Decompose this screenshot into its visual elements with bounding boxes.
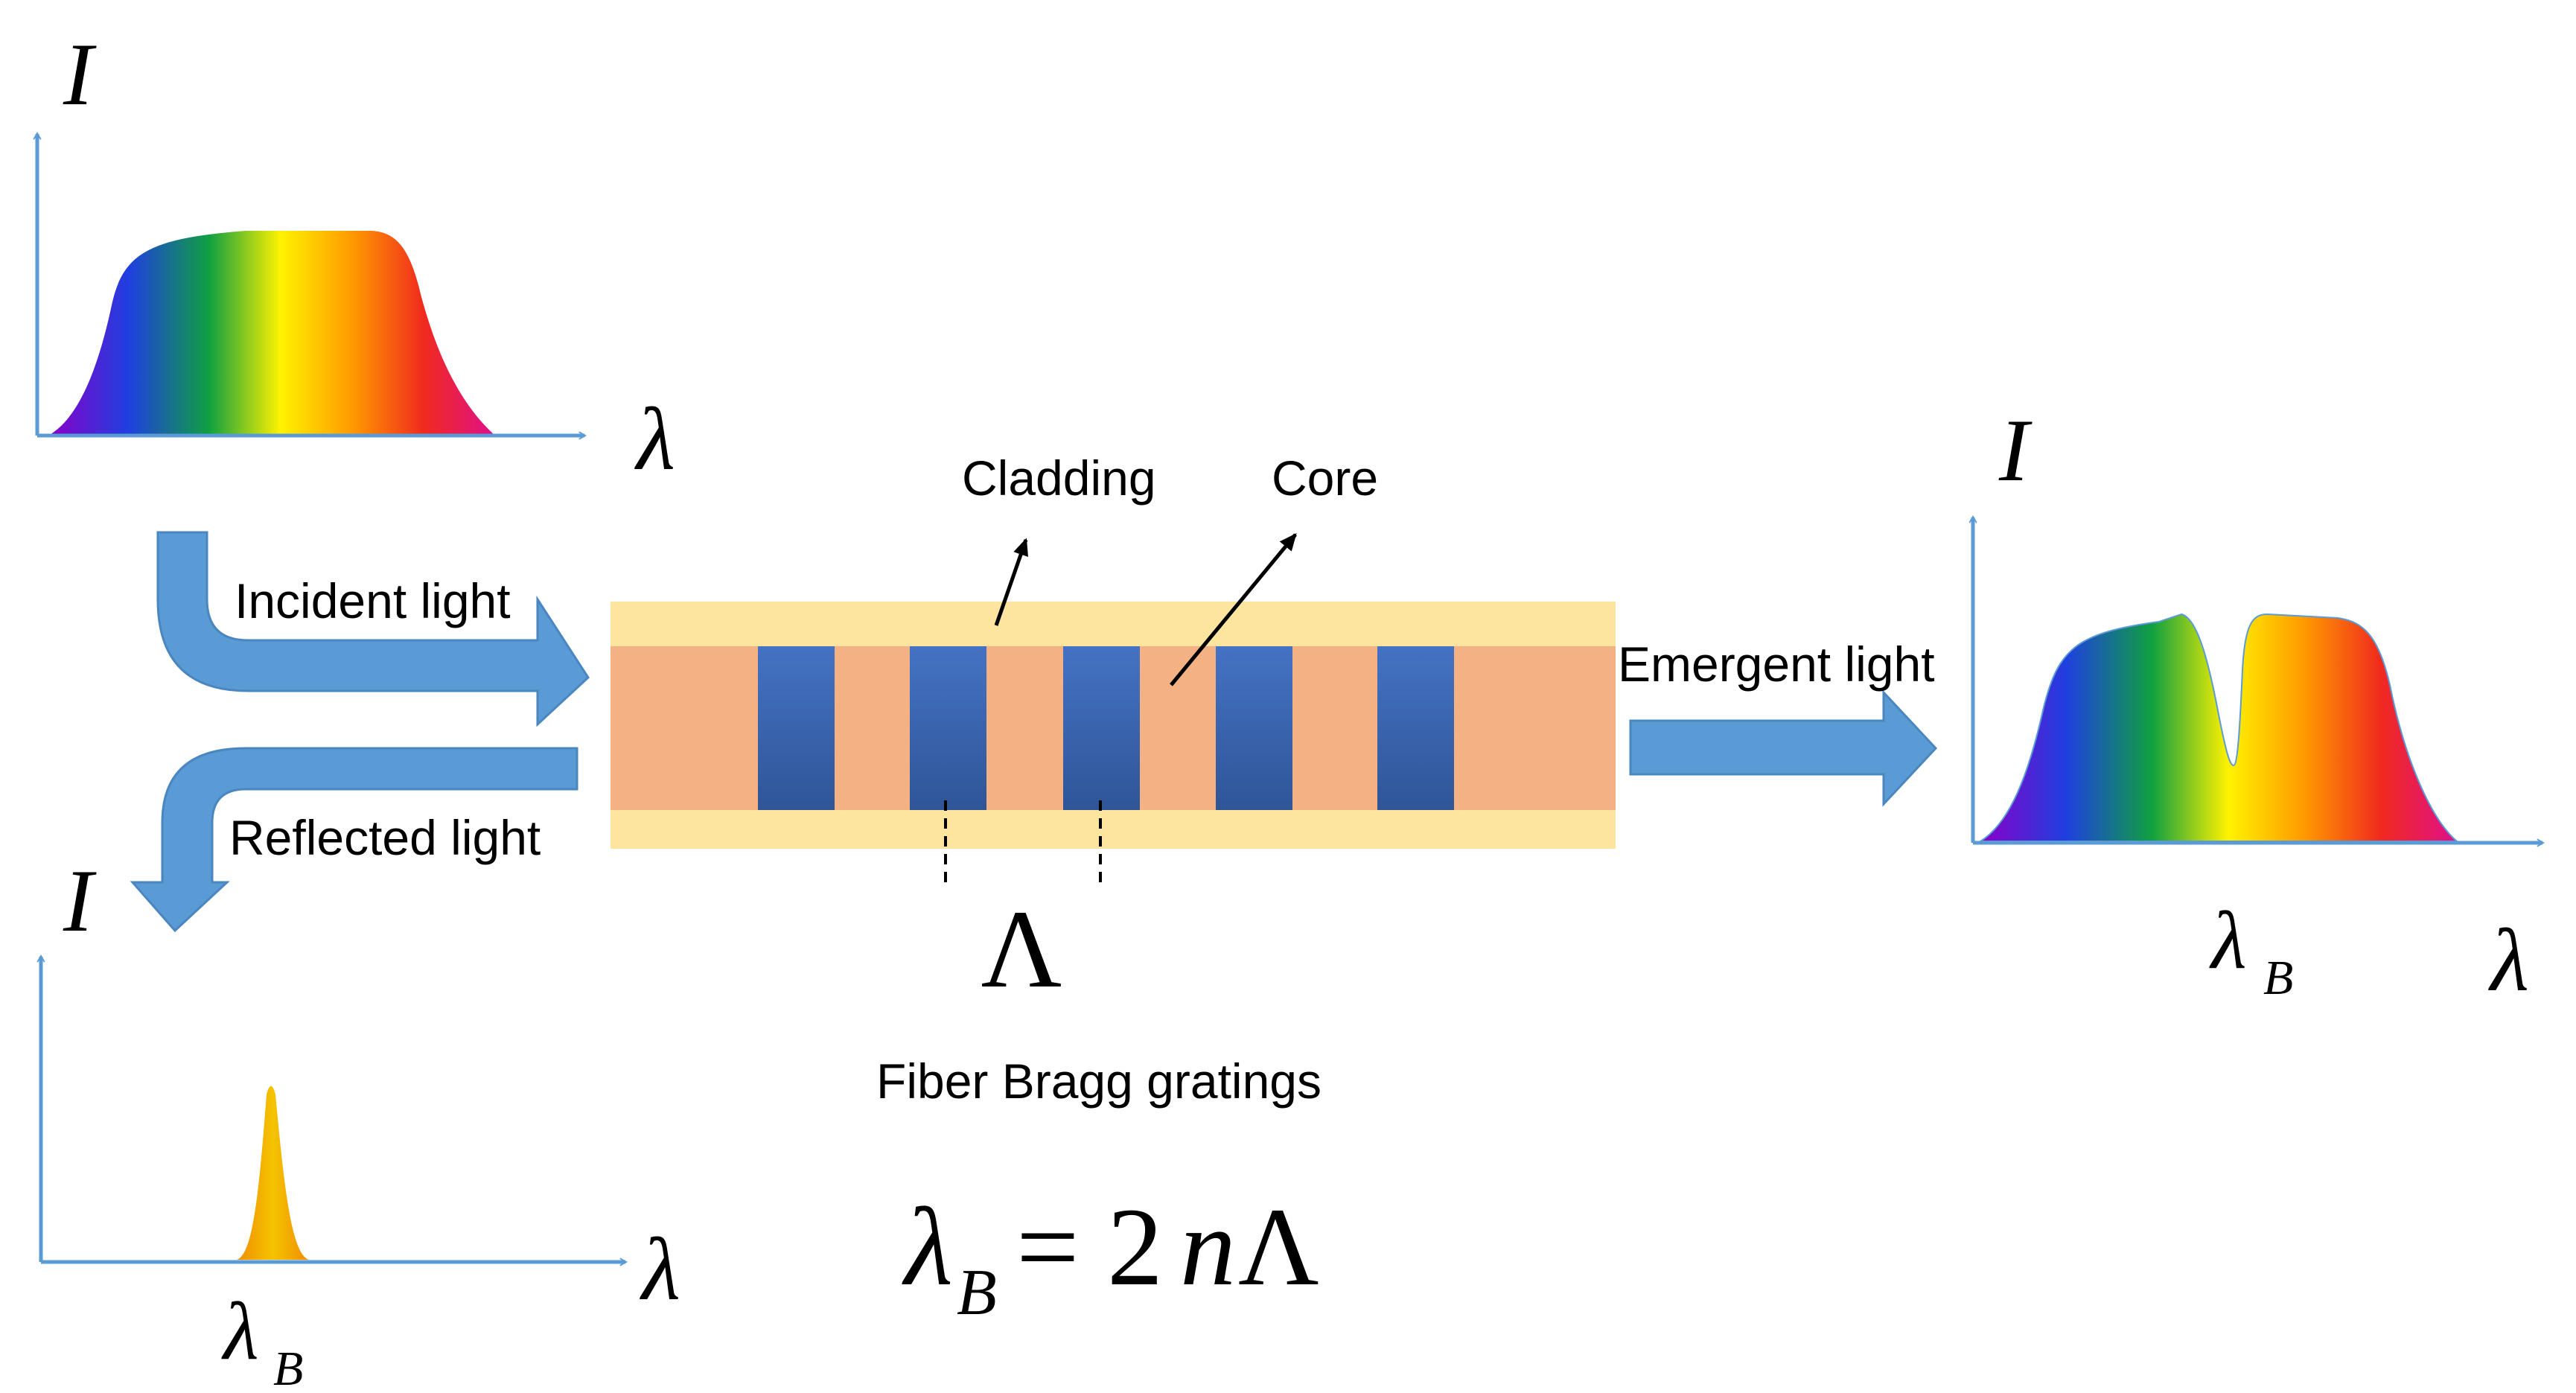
emergent-spectrum-curve (1977, 613, 2459, 842)
emergent-label: Emergent light (1618, 637, 1935, 692)
cladding-label: Cladding (962, 450, 1156, 506)
cladding-pointer-arrow (994, 538, 1028, 626)
equation-lambda: λ (902, 1185, 953, 1309)
bragg-equation: λ B = 2 n Λ (902, 1185, 1319, 1329)
incident-spectrum-curve (48, 231, 495, 436)
incident-arrow (156, 531, 590, 727)
emergent-intensity-label: I (1998, 401, 2033, 500)
incident-wavelength-label: λ (634, 389, 675, 488)
core-pointer-arrow (1170, 532, 1297, 686)
reflected-label: Reflected light (229, 810, 541, 865)
incident-label: Incident light (235, 573, 511, 628)
fiber (610, 602, 1616, 849)
core-label: Core (1272, 450, 1378, 506)
equation-equals-two: = 2 (1016, 1185, 1163, 1309)
reflected-intensity-label: I (63, 851, 97, 950)
equation-lambda-subscript: B (957, 1257, 997, 1329)
emergent-bragg-subscript: B (2263, 951, 2293, 1005)
reflected-bragg-label: λ (221, 1286, 259, 1377)
reflected-bragg-subscript: B (273, 1342, 303, 1393)
reflected-arrow (130, 747, 578, 933)
emergent-bragg-label: λ (2209, 895, 2247, 986)
grating-segment-4 (1216, 646, 1292, 810)
equation-n: n (1180, 1185, 1236, 1309)
grating-segment-2 (910, 646, 986, 810)
grating-segment-1 (758, 646, 835, 810)
grating-segment-5 (1377, 646, 1454, 810)
reflected-spectrum: I λ λ B (36, 851, 680, 1393)
grating-segment-3 (1063, 646, 1140, 810)
incident-spectrum: I λ (33, 25, 675, 488)
emergent-arrow (1629, 689, 1938, 807)
reflected-wavelength-label: λ (640, 1220, 680, 1319)
period-symbol: Λ (981, 887, 1062, 1011)
reflected-peak-curve (237, 1086, 309, 1260)
emergent-spectrum: I λ λ B (1968, 401, 2545, 1010)
incident-intensity-label: I (63, 25, 97, 124)
emergent-wavelength-label: λ (2488, 911, 2529, 1010)
equation-period: Λ (1238, 1185, 1319, 1309)
diagram-title: Fiber Bragg gratings (876, 1053, 1322, 1109)
